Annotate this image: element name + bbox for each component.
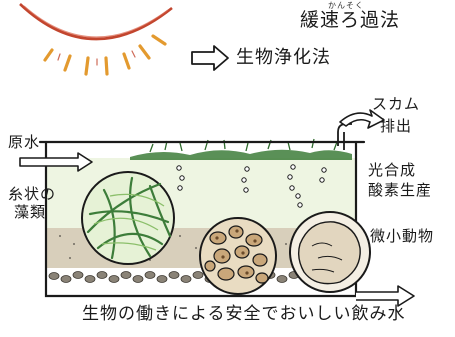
sun-icon <box>19 3 173 76</box>
label-filamentous-algae-1: 糸状の <box>8 185 57 203</box>
inflow-arrow-icon <box>19 152 93 172</box>
algae-magnified-circle <box>81 171 175 265</box>
scum-drain <box>337 123 352 150</box>
diagram-caption: 生物の働きによる安全でおいしい飲み水 <box>82 304 406 324</box>
label-raw-water: 原水 <box>8 133 41 151</box>
scum-arrow-icon <box>339 109 385 129</box>
label-scum-2: 排出 <box>380 117 413 135</box>
label-filamentous-algae-2: 藻類 <box>14 203 47 221</box>
diagram-subtitle: 生物浄化法 <box>236 47 331 68</box>
surface-algae <box>130 138 352 160</box>
title-furigana: かんそく <box>328 1 364 10</box>
label-photosynthesis-2: 酸素生産 <box>368 181 433 199</box>
filter-tank <box>38 140 366 298</box>
sand-grains-magnified-circle <box>199 217 277 295</box>
outflow-arrow-icon <box>356 285 415 307</box>
label-photosynthesis-1: 光合成 <box>368 161 417 179</box>
diagram-title: 緩速ろ過法 <box>300 9 401 31</box>
outline-arrow-icon <box>191 45 229 71</box>
label-scum-1: スカム <box>372 95 421 113</box>
micro-animals-magnified-circle <box>289 211 371 293</box>
label-micro-animals: 微小動物 <box>370 227 435 245</box>
oxygen-bubbles <box>176 164 327 208</box>
